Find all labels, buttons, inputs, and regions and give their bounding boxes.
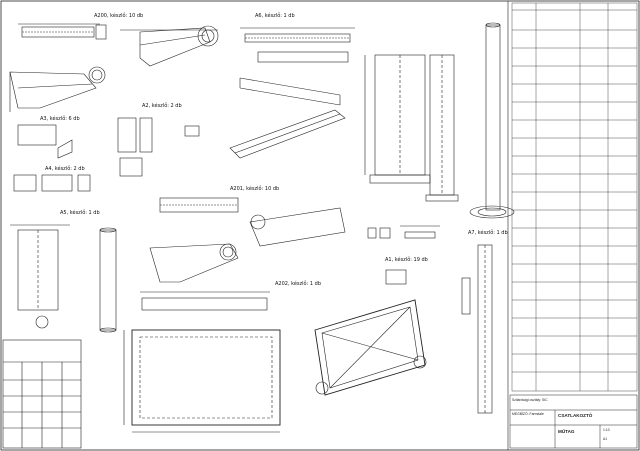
view-a5 <box>10 224 117 333</box>
view-a2-beam <box>117 109 346 177</box>
view-a3-plates <box>17 124 73 159</box>
weld-symbol-table <box>2 339 82 449</box>
drawing-scale: 1:10 <box>603 428 610 432</box>
title-block <box>509 394 638 449</box>
view-a6-channel <box>239 27 355 106</box>
drawing-title-2: MŰTAG <box>558 429 575 434</box>
view-a7-pipe <box>461 244 493 414</box>
view-a200-iso <box>120 25 219 67</box>
view-a202-iso <box>314 299 427 396</box>
view-label-a3: A3, készlő: 6 db <box>40 116 80 122</box>
view-a6-posts <box>364 54 459 202</box>
view-a1 <box>367 225 440 285</box>
view-label-a4: A4, készlő: 2 db <box>45 166 85 172</box>
drawing-sheet-size: A1 <box>603 437 608 441</box>
title-block-line2: MEGBÍZÓ: Farmdale <box>512 412 544 416</box>
title-block-line1: Szilárdsági osztály: SIC <box>512 398 548 402</box>
view-label-a5: A5, készlő: 1 db <box>60 210 100 216</box>
parts-list-table <box>511 2 638 392</box>
view-label-a7: A7, készlő: 1 db <box>468 230 508 236</box>
view-label-a6: A6, készlő: 1 db <box>255 13 295 19</box>
view-pipe-tall <box>469 22 515 219</box>
view-a201 <box>149 197 346 283</box>
view-label-a200: A200, készlő: 10 db <box>94 13 144 19</box>
view-label-a202: A202, készlő: 1 db <box>275 281 322 287</box>
drawing-title-1: CSATLAKOZTÓ <box>558 413 593 418</box>
view-label-a2: A2, készlő: 2 db <box>142 103 182 109</box>
view-label-a201: A201, készlő: 10 db <box>230 186 280 192</box>
view-a4-plates <box>13 174 91 192</box>
view-label-a1: A1, készlő: 19 db <box>385 257 428 263</box>
view-a202-frame <box>123 291 281 433</box>
view-a200-top <box>9 23 107 112</box>
